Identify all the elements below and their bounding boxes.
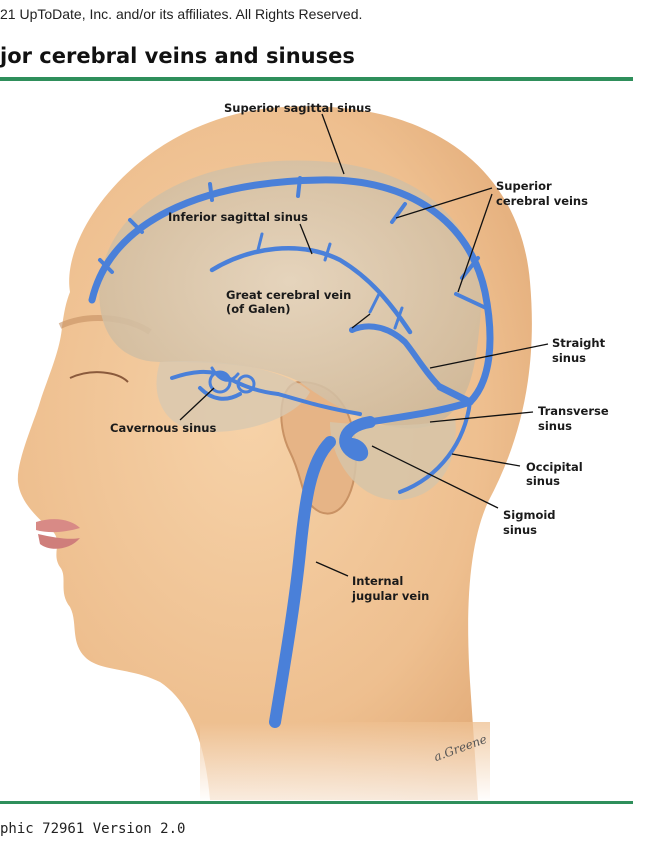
anatomy-labels: Superior sagittal sinus Superior cerebra… — [110, 101, 609, 764]
label-occipital-sinus-line2: sinus — [526, 474, 560, 488]
label-great-cerebral-vein-line2: (of Galen) — [226, 302, 291, 316]
title-divider — [0, 77, 633, 81]
label-internal-jugular-vein-line2: jugular vein — [351, 589, 429, 603]
venous-system — [88, 176, 494, 728]
label-internal-jugular-vein-line1: Internal — [352, 574, 403, 588]
label-transverse-sinus-line1: Transverse — [538, 404, 609, 418]
page-title: jor cerebral veins and sinuses — [0, 44, 355, 68]
label-superior-sagittal-sinus: Superior sagittal sinus — [224, 101, 371, 115]
label-straight-sinus-line2: sinus — [552, 351, 586, 365]
label-transverse-sinus-line2: sinus — [538, 419, 572, 433]
footer-divider — [0, 801, 633, 804]
label-inferior-sagittal-sinus: Inferior sagittal sinus — [168, 210, 308, 224]
graphic-version: phic 72961 Version 2.0 — [0, 821, 186, 837]
label-sigmoid-sinus-line2: sinus — [503, 523, 537, 537]
copyright-notice: 21 UpToDate, Inc. and/or its affiliates.… — [0, 6, 363, 22]
label-sigmoid-sinus-line1: Sigmoid — [503, 508, 556, 522]
anatomy-illustration: Superior sagittal sinus Superior cerebra… — [0, 82, 633, 800]
label-superior-cerebral-veins-line2: cerebral veins — [496, 194, 588, 208]
label-cavernous-sinus: Cavernous sinus — [110, 421, 216, 435]
label-superior-cerebral-veins-line1: Superior — [496, 179, 552, 193]
label-straight-sinus-line1: Straight — [552, 336, 606, 350]
label-occipital-sinus-line1: Occipital — [526, 460, 583, 474]
leader-lines — [179, 113, 549, 577]
label-great-cerebral-vein-line1: Great cerebral vein — [226, 288, 351, 302]
